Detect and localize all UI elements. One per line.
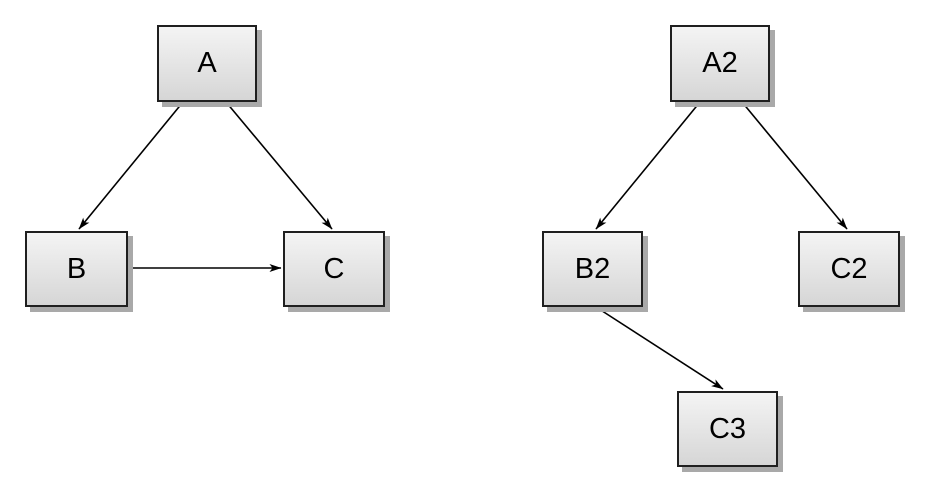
node-C[interactable]: C bbox=[283, 231, 385, 307]
node-B[interactable]: B bbox=[25, 231, 128, 307]
edge-A-C[interactable] bbox=[225, 101, 333, 230]
node-C2[interactable]: C2 bbox=[798, 231, 900, 307]
node-label-C: C bbox=[323, 252, 345, 285]
node-label-B: B bbox=[66, 252, 87, 285]
node-label-C3: C3 bbox=[708, 412, 747, 445]
edge-B2-C3[interactable] bbox=[595, 306, 724, 390]
node-label-B2: B2 bbox=[574, 252, 611, 285]
node-A2[interactable]: A2 bbox=[670, 25, 770, 102]
node-label-C2: C2 bbox=[830, 252, 868, 285]
node-C3[interactable]: C3 bbox=[677, 391, 778, 467]
edge-A2-B2[interactable] bbox=[595, 101, 701, 230]
edge-A-B[interactable] bbox=[78, 101, 184, 230]
node-A[interactable]: A bbox=[157, 25, 257, 102]
node-label-A: A bbox=[197, 47, 217, 79]
edge-A2-C2[interactable] bbox=[741, 101, 848, 230]
node-label-A2: A2 bbox=[702, 47, 738, 79]
node-B2[interactable]: B2 bbox=[542, 231, 643, 307]
